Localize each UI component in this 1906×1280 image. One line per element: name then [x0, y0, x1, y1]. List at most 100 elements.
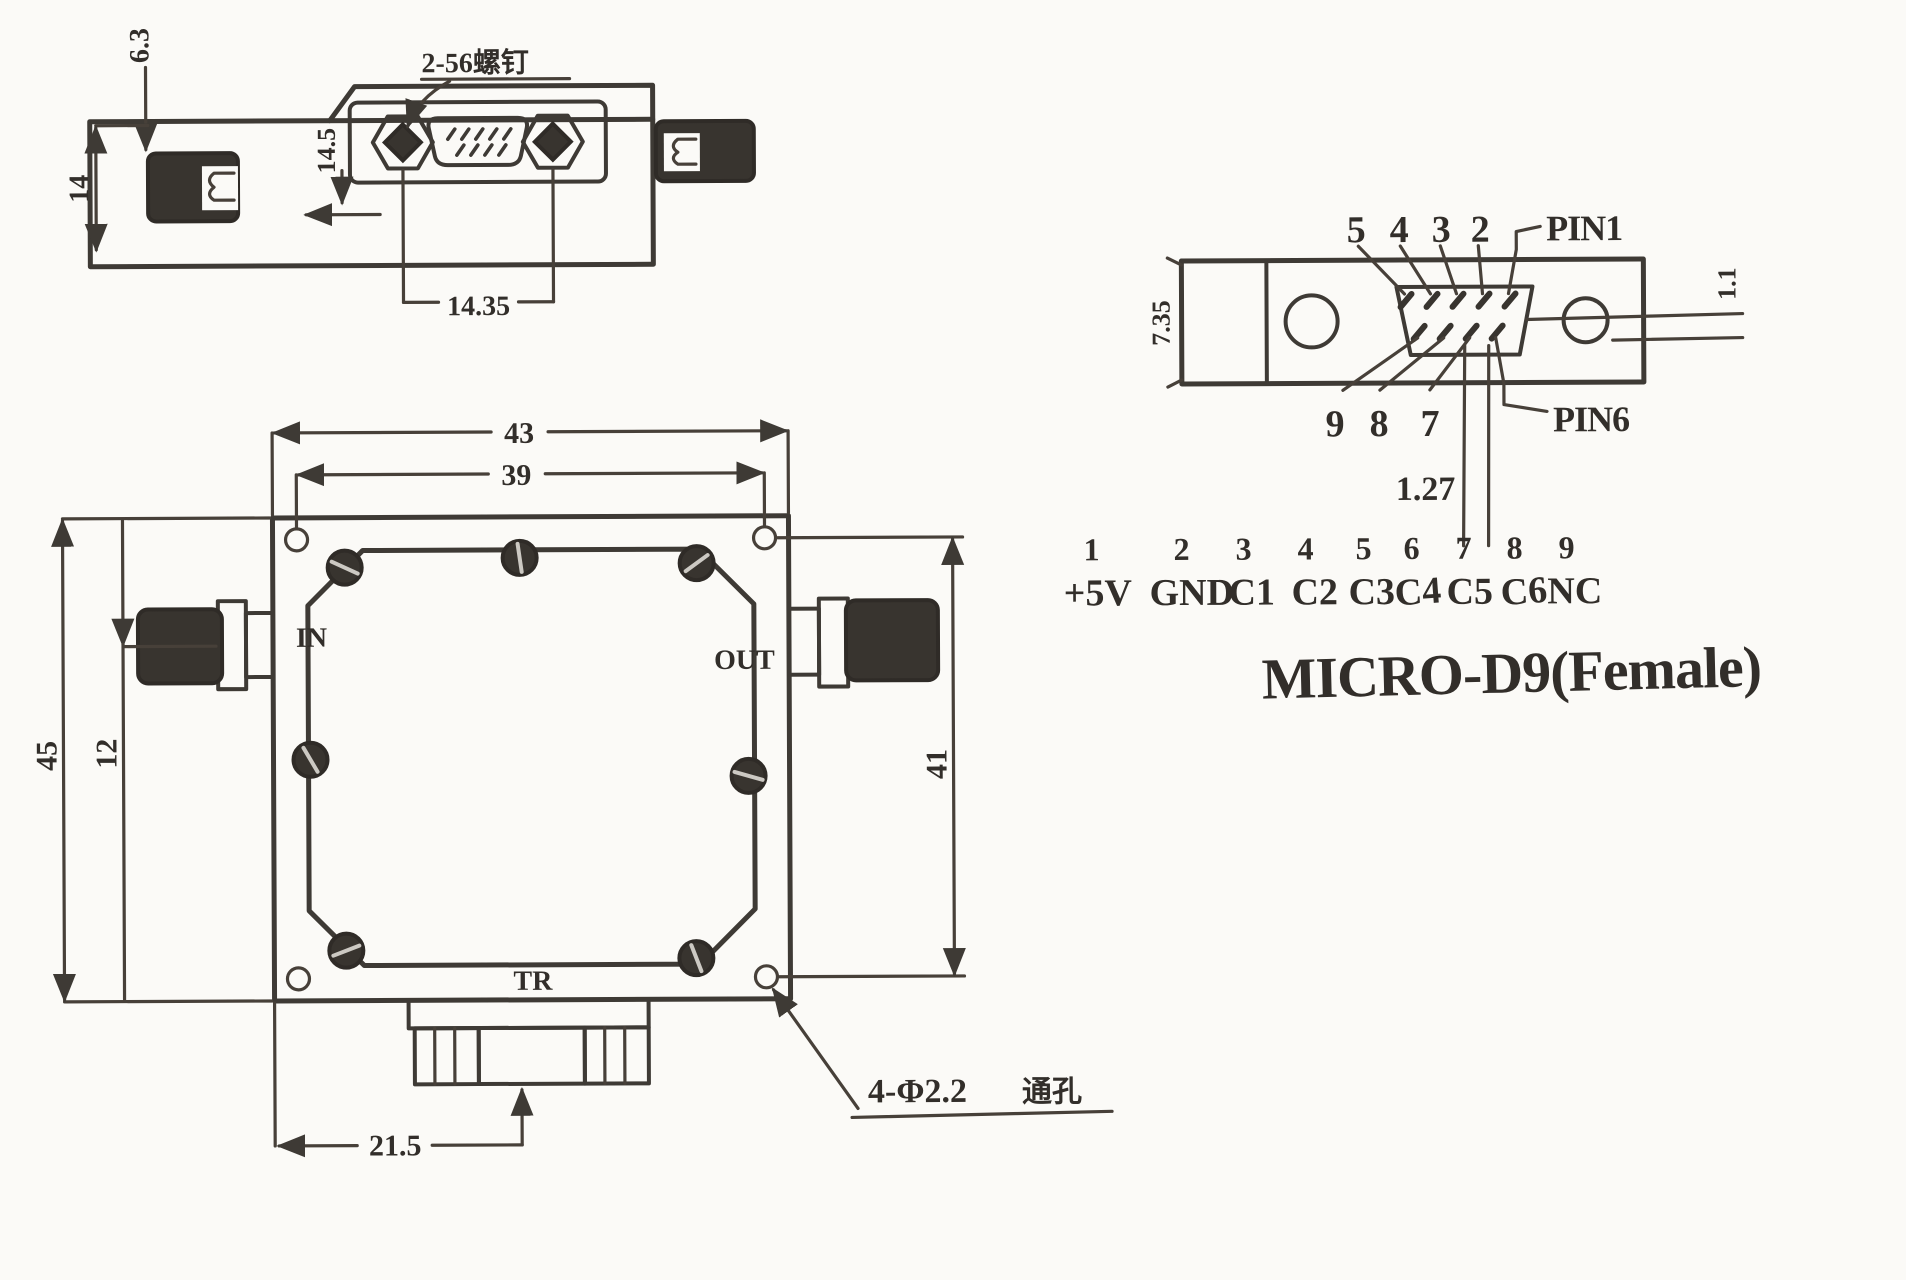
dim-jackscrew-spacing-label: 14.35 [447, 291, 510, 322]
pinout-pins [1397, 290, 1519, 342]
dim-hole-span-h-label: 39 [501, 459, 531, 492]
dim-hole-span-v: 41 [775, 535, 967, 979]
dim-height: 45 [30, 516, 274, 1004]
mounting-hole [751, 525, 778, 551]
pin-callout-7: 7 [1420, 403, 1439, 445]
out-port-label: OUT [714, 645, 775, 676]
dim-width: 43 [270, 417, 791, 517]
pin-function: C5 [1446, 571, 1493, 613]
hole-callout: 4-Φ2.2 通孔 [771, 987, 1114, 1120]
dim-row-offset-label: 1.1 [1712, 267, 1741, 300]
pin-callout-8: 8 [1369, 403, 1388, 445]
pin-callout-4: 4 [1390, 209, 1409, 251]
pinout-dsub-shell [1394, 284, 1535, 357]
dim-in-offset-label: 12 [90, 739, 123, 769]
screw-callout-label: 2-56螺钉 [421, 47, 528, 79]
dim-in-offset: 12 [90, 519, 218, 1002]
screw [677, 939, 716, 978]
connector-notch [671, 137, 698, 166]
pin-function: GND [1149, 572, 1234, 614]
mounting-hole [753, 964, 780, 990]
pin-callout-5: 5 [1347, 209, 1366, 251]
pinout-view: 7.35 1.1 5 4 3 [1064, 208, 1762, 712]
screw [729, 756, 768, 795]
pin-number: 1 [1084, 531, 1100, 567]
pin-number: 2 [1174, 531, 1190, 567]
side-view-connector-right [653, 118, 756, 184]
screw [677, 544, 716, 583]
side-view-raised-housing [327, 82, 656, 124]
dim-jackscrew-spacing: 14.35 [401, 168, 556, 322]
pin-callout-2: 2 [1471, 209, 1490, 251]
dim-hole-span-h: 39 [294, 459, 767, 529]
pin-number: 7 [1456, 530, 1472, 566]
pinout-hole-left [1283, 293, 1340, 350]
pin-callout-9: 9 [1325, 403, 1344, 445]
connector-notch [207, 171, 236, 202]
pin-number: 8 [1507, 530, 1523, 566]
mounting-hole [283, 527, 310, 553]
pin-function: C2 [1291, 571, 1338, 613]
pin-number: 9 [1559, 529, 1575, 565]
dim-dsub-offset-label: 21.5 [369, 1129, 422, 1162]
pin-function: C1 [1228, 572, 1275, 614]
dim-connector-drop-label: 14.5 [312, 128, 341, 174]
connector-title: MICRO-D9(Female) [1261, 634, 1762, 712]
pin-function: C4 [1393, 569, 1442, 614]
pin-number: 6 [1404, 530, 1420, 566]
dim-body-height: 14 [64, 123, 150, 253]
pin6-callout-label: PIN6 [1553, 399, 1629, 439]
dim-offset-top: 6.3 [124, 28, 158, 153]
dim-hole-span-v-label: 41 [920, 749, 953, 779]
jackscrew-left [370, 114, 435, 171]
screw-head-icon [381, 121, 424, 164]
dim-height-label: 45 [30, 741, 63, 771]
pin-function: NC [1547, 570, 1602, 612]
dsub-connector-face [426, 115, 530, 168]
out-connector [786, 596, 941, 689]
pin-function: +5V [1064, 572, 1133, 614]
pinout-body-outline [1178, 256, 1647, 387]
dim-width-label: 43 [504, 417, 534, 450]
front-view-body-outline [269, 513, 794, 1004]
dim-pitch-label: 1.27 [1396, 471, 1456, 508]
hole-callout-cjk-label: 通孔 [1022, 1075, 1082, 1108]
screw [291, 740, 330, 779]
pin-number: 4 [1298, 530, 1314, 566]
dim-pinout-height-label: 7.35 [1147, 300, 1176, 346]
dim-body-height-label: 14 [64, 175, 95, 203]
pin-number: 3 [1236, 531, 1252, 567]
cover-screws [291, 538, 768, 978]
pinout-leaders [1341, 224, 1549, 548]
screw-head-icon [531, 120, 574, 163]
pin-function: C6 [1499, 569, 1548, 614]
pin-callout-3: 3 [1432, 209, 1451, 251]
pin-function-table: 1 2 3 4 5 6 7 8 9 +5V GND C1 C2 C3 C4 C5… [1064, 529, 1603, 614]
dim-pinout-height: 7.35 [1147, 256, 1184, 389]
bottom-dsub-backshell [406, 997, 651, 1087]
pin-number: 5 [1356, 530, 1372, 566]
side-view: 6.3 14 14.5 2-56螺钉 14.35 [64, 28, 756, 322]
front-view: IN OUT TR 43 [30, 417, 1114, 1163]
pin1-callout-label: PIN1 [1546, 208, 1622, 248]
screw [327, 931, 366, 970]
hole-callout-label: 4-Φ2.2 [868, 1073, 967, 1110]
dim-dsub-offset: 21.5 [272, 1001, 534, 1163]
dim-connector-drop: 14.5 [303, 128, 382, 227]
screw [500, 538, 539, 577]
dsub-pins [446, 127, 513, 157]
pin-function: C3 [1348, 571, 1395, 613]
in-port-label: IN [296, 623, 327, 654]
tr-label: TR [513, 966, 553, 997]
dsub-shell [426, 115, 530, 168]
mounting-hole [285, 966, 312, 992]
screw-callout: 2-56螺钉 [405, 47, 572, 130]
pinout-hole-right [1561, 296, 1610, 345]
dsub-face-plate [347, 99, 608, 185]
screw [325, 548, 364, 587]
jackscrew-right [520, 113, 585, 170]
side-view-connector-left [145, 151, 241, 224]
dim-offset-top-label: 6.3 [124, 28, 155, 63]
